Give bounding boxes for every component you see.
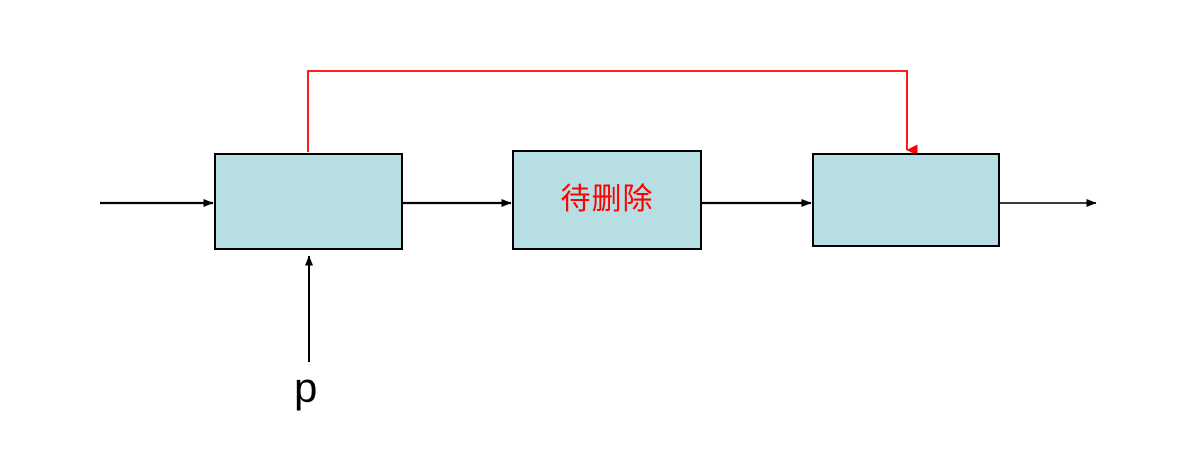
list-node-2-pending-delete[interactable]: 待删除 <box>512 150 702 250</box>
list-node-2-label: 待删除 <box>560 182 654 217</box>
bypass-link-arrow <box>307 70 918 156</box>
pointer-p-label: p <box>294 364 318 411</box>
list-node-3[interactable] <box>812 153 1000 247</box>
list-node-1[interactable] <box>214 153 403 250</box>
